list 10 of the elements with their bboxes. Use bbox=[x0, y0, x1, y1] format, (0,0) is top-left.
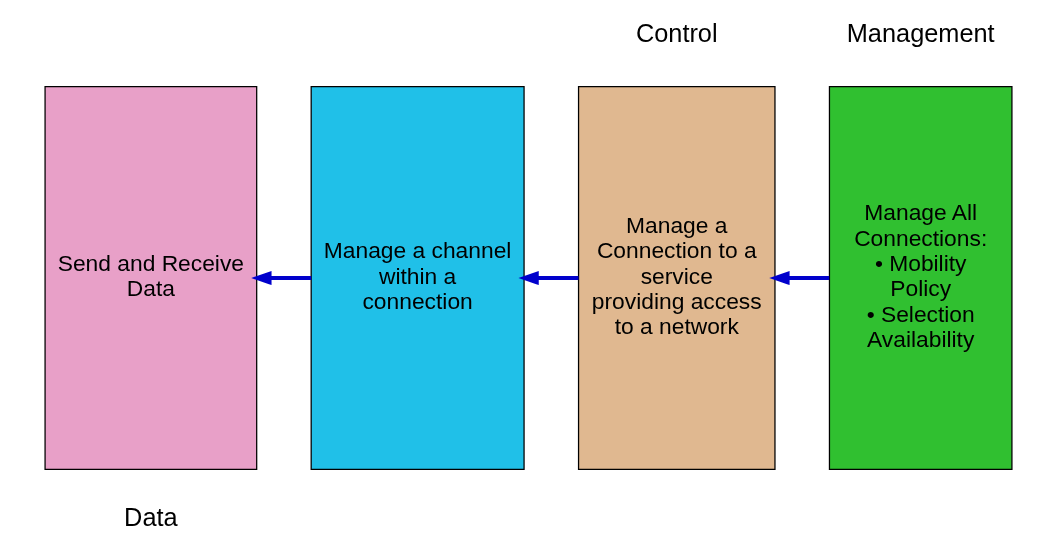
label: Control bbox=[635, 19, 718, 48]
label: Management bbox=[846, 19, 995, 48]
arrow bbox=[769, 270, 830, 286]
node-box: Manage a channel within a connection bbox=[310, 86, 525, 470]
node-box: Send and Receive Data bbox=[44, 86, 258, 470]
arrow bbox=[251, 270, 312, 286]
node-box: Manage All Connections: • Mobility Policy • Selection Availability bbox=[828, 86, 1013, 470]
label: Data bbox=[124, 503, 178, 532]
arrow bbox=[518, 270, 579, 286]
node-box: Manage a Connection to a service providing access to a network bbox=[577, 86, 776, 470]
